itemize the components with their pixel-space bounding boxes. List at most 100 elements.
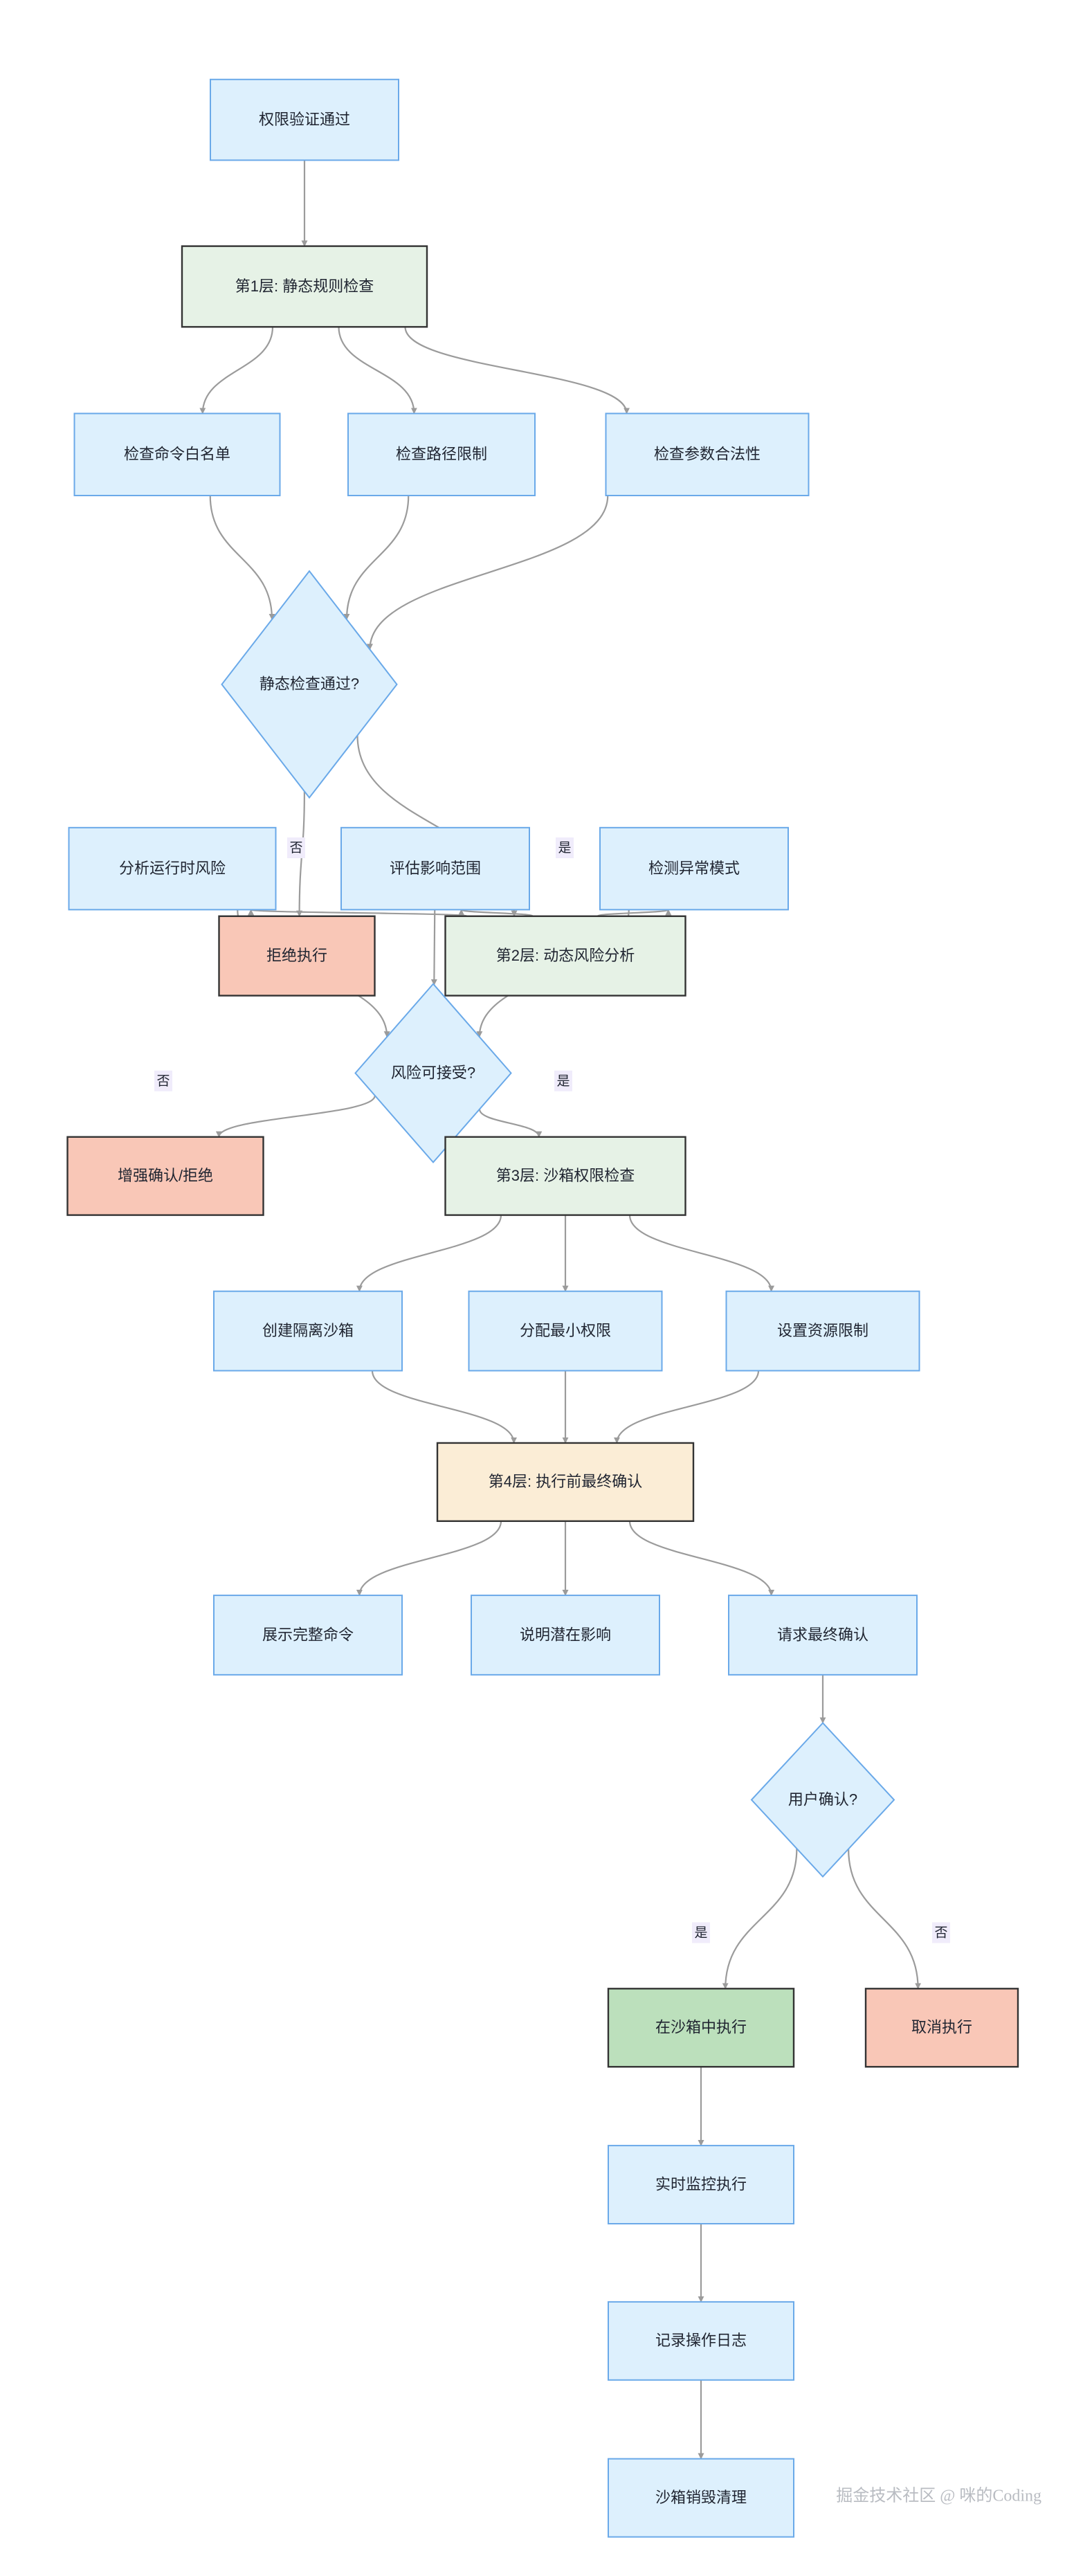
edge-layer1-to-chk2 bbox=[338, 327, 417, 415]
node-sandbox[interactable]: 在沙箱中执行 bbox=[607, 1988, 795, 2068]
edge-sb3-to-layer4 bbox=[613, 1370, 760, 1444]
node-shape-ana2 bbox=[340, 826, 530, 911]
edge-chk2-to-d1 bbox=[343, 495, 410, 620]
node-label-sb2: 分配最小权限 bbox=[520, 1322, 611, 1339]
node-chk1[interactable]: 检查命令白名单 bbox=[73, 412, 281, 496]
node-label-sb1: 创建隔离沙箱 bbox=[262, 1322, 354, 1339]
node-shape-chk3 bbox=[605, 412, 810, 496]
node-label-d1: 静态检查通过? bbox=[260, 675, 359, 693]
node-layer2[interactable]: 第2层: 动态风险分析 bbox=[444, 915, 686, 997]
node-monitor[interactable]: 实时监控执行 bbox=[608, 2145, 794, 2225]
edge-labels-layer: 否是否是是否 bbox=[154, 837, 950, 1943]
node-label-ana1: 分析运行时风险 bbox=[119, 860, 226, 877]
node-shape-layer2 bbox=[444, 915, 686, 997]
edge-label-bg-el5 bbox=[692, 1922, 710, 1943]
node-label-layer3: 第3层: 沙箱权限检查 bbox=[496, 1167, 635, 1184]
node-shape-layer4 bbox=[436, 1442, 695, 1523]
edge-d2-to-enhance bbox=[215, 1095, 376, 1138]
node-shape-d3 bbox=[750, 1722, 895, 1878]
node-fin3[interactable]: 请求最终确认 bbox=[728, 1595, 918, 1676]
node-shape-sb1 bbox=[213, 1290, 403, 1372]
edge-label-text-el4: 是 bbox=[556, 1074, 570, 1089]
node-cancel[interactable]: 取消执行 bbox=[864, 1988, 1019, 2068]
edge-label-bg-el6 bbox=[932, 1922, 950, 1943]
node-shape-fin3 bbox=[728, 1595, 918, 1676]
node-ana3[interactable]: 检测异常模式 bbox=[599, 826, 789, 911]
node-shape-enhance bbox=[66, 1136, 264, 1216]
node-label-auth: 权限验证通过 bbox=[259, 111, 350, 128]
edge-layer3-to-sb1 bbox=[356, 1215, 502, 1292]
node-log[interactable]: 记录操作日志 bbox=[608, 2301, 794, 2381]
node-layer1[interactable]: 第1层: 静态规则检查 bbox=[181, 245, 428, 328]
node-shape-ana3 bbox=[599, 826, 789, 911]
edge-label-text-el2: 是 bbox=[558, 841, 571, 855]
node-shape-monitor bbox=[608, 2145, 794, 2225]
node-chk3[interactable]: 检查参数合法性 bbox=[605, 412, 810, 496]
node-sb1[interactable]: 创建隔离沙箱 bbox=[213, 1290, 403, 1372]
edge-label-text-el1: 否 bbox=[289, 841, 302, 855]
edge-sb1-to-layer4 bbox=[371, 1370, 518, 1444]
node-sb2[interactable]: 分配最小权限 bbox=[468, 1290, 663, 1372]
node-shape-cleanup bbox=[608, 2458, 794, 2538]
node-fin2[interactable]: 说明潜在影响 bbox=[471, 1595, 660, 1676]
node-label-d2: 风险可接受? bbox=[391, 1064, 475, 1081]
node-label-reject: 拒绝执行 bbox=[266, 947, 327, 964]
edge-label-el1: 否 bbox=[287, 837, 305, 858]
node-shape-auth bbox=[210, 78, 399, 161]
node-ana1[interactable]: 分析运行时风险 bbox=[68, 826, 277, 911]
node-d1[interactable]: 静态检查通过? bbox=[221, 570, 398, 799]
edge-layer4-to-fin1 bbox=[356, 1521, 502, 1596]
node-label-sandbox: 在沙箱中执行 bbox=[655, 2019, 747, 2036]
edge-layer2-to-ana2 bbox=[458, 909, 534, 917]
node-cleanup[interactable]: 沙箱销毁清理 bbox=[608, 2458, 794, 2538]
node-shape-chk1 bbox=[73, 412, 281, 496]
edge-label-el6: 否 bbox=[932, 1922, 950, 1943]
edge-label-el5: 是 bbox=[692, 1922, 710, 1943]
node-auth[interactable]: 权限验证通过 bbox=[210, 78, 399, 161]
node-label-ana3: 检测异常模式 bbox=[648, 860, 740, 877]
node-shape-d1 bbox=[221, 570, 398, 799]
node-label-chk3: 检查参数合法性 bbox=[654, 446, 761, 463]
node-shape-reject bbox=[218, 915, 376, 997]
edge-chk3-to-d1 bbox=[366, 495, 609, 651]
node-shape-sb3 bbox=[725, 1290, 920, 1372]
node-label-monitor: 实时监控执行 bbox=[655, 2175, 747, 2193]
node-d2[interactable]: 风险可接受? bbox=[354, 983, 512, 1163]
edge-layer1-to-chk1 bbox=[199, 327, 274, 415]
node-enhance[interactable]: 增强确认/拒绝 bbox=[66, 1136, 264, 1216]
edge-layer3-to-sb3 bbox=[628, 1215, 775, 1292]
node-label-layer4: 第4层: 执行前最终确认 bbox=[489, 1473, 642, 1490]
node-sb3[interactable]: 设置资源限制 bbox=[725, 1290, 920, 1372]
node-shape-layer1 bbox=[181, 245, 428, 328]
edge-d3-to-sandbox bbox=[722, 1848, 798, 1990]
node-layer3[interactable]: 第3层: 沙箱权限检查 bbox=[444, 1136, 686, 1216]
node-fin1[interactable]: 展示完整命令 bbox=[213, 1595, 403, 1676]
edge-label-el4: 是 bbox=[554, 1070, 572, 1091]
node-d3[interactable]: 用户确认? bbox=[750, 1722, 895, 1878]
node-label-layer1: 第1层: 静态规则检查 bbox=[235, 278, 374, 295]
node-ana2[interactable]: 评估影响范围 bbox=[340, 826, 530, 911]
edge-layer4-to-fin3 bbox=[628, 1521, 775, 1596]
node-label-fin1: 展示完整命令 bbox=[262, 1626, 354, 1643]
node-label-chk2: 检查路径限制 bbox=[396, 446, 487, 463]
edge-layer1-to-chk3 bbox=[404, 327, 630, 415]
node-layer4[interactable]: 第4层: 执行前最终确认 bbox=[436, 1442, 695, 1523]
edge-layer2-to-ana3 bbox=[597, 909, 672, 917]
edge-label-text-el3: 否 bbox=[156, 1074, 170, 1089]
node-label-cancel: 取消执行 bbox=[911, 2019, 972, 2036]
edge-ana2-to-d2 bbox=[430, 909, 437, 986]
node-shape-log bbox=[608, 2301, 794, 2381]
edge-d2-to-layer3 bbox=[478, 1109, 543, 1138]
node-shape-sb2 bbox=[468, 1290, 663, 1372]
node-label-cleanup: 沙箱销毁清理 bbox=[655, 2489, 747, 2506]
edge-d3-to-cancel bbox=[848, 1849, 922, 1990]
node-label-layer2: 第2层: 动态风险分析 bbox=[496, 947, 635, 964]
node-chk2[interactable]: 检查路径限制 bbox=[347, 412, 536, 496]
node-shape-layer3 bbox=[444, 1136, 686, 1216]
edge-label-el3: 否 bbox=[154, 1070, 172, 1091]
edge-label-bg-el4 bbox=[554, 1070, 572, 1091]
node-reject[interactable]: 拒绝执行 bbox=[218, 915, 376, 997]
node-shape-sandbox bbox=[607, 1988, 795, 2068]
